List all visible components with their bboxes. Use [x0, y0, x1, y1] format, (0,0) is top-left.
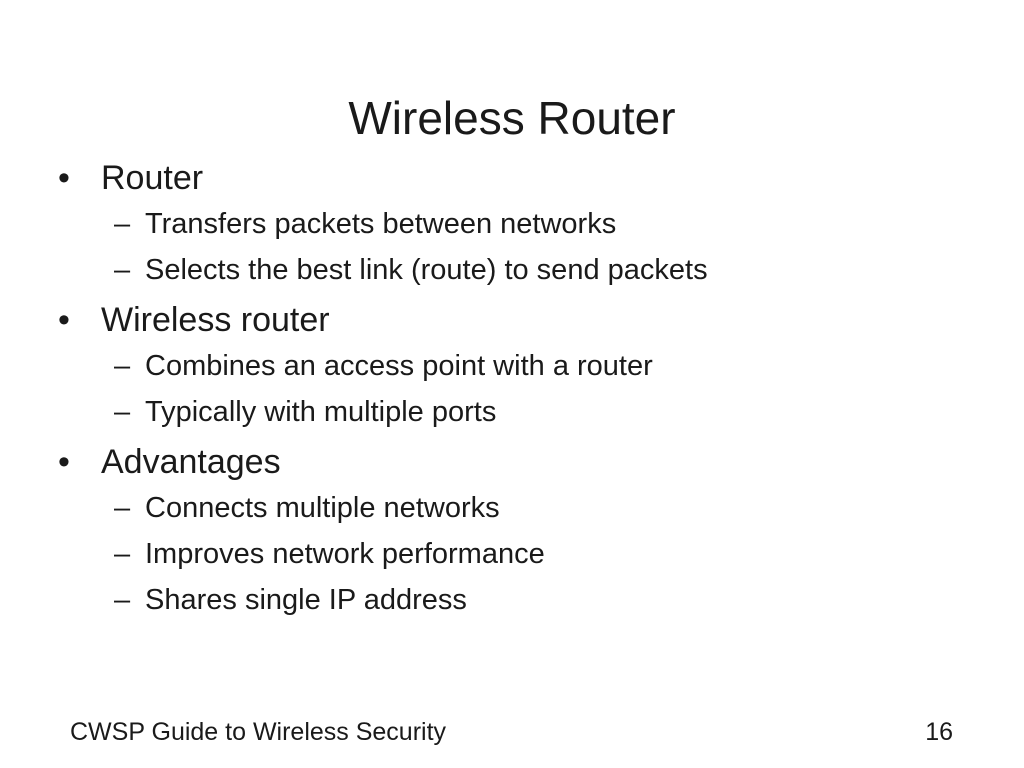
sub-bullet-marker: –	[114, 350, 131, 382]
bullet-text: Router	[101, 159, 204, 197]
page-number: 16	[925, 718, 953, 746]
slide-title: Wireless Router	[348, 92, 676, 144]
bullet-text: Advantages	[101, 443, 281, 481]
sub-list-container: – Combines an access point with a router…	[58, 343, 978, 435]
sub-bullet-item: – Shares single IP address	[100, 577, 978, 623]
bullet-marker: •	[58, 443, 70, 481]
sub-bullet-item: – Transfers packets between networks	[100, 201, 978, 247]
sub-bullet-text: Connects multiple networks	[145, 492, 500, 524]
sub-list-container: – Transfers packets between networks – S…	[58, 201, 978, 293]
sub-bullet-text: Combines an access point with a router	[145, 350, 653, 382]
sub-list: – Connects multiple networks – Improves …	[58, 485, 978, 623]
sub-bullet-marker: –	[114, 254, 131, 286]
bullet-marker: •	[58, 301, 70, 339]
sub-list: – Combines an access point with a router…	[58, 343, 978, 435]
sub-bullet-text: Improves network performance	[145, 538, 545, 570]
sub-bullet-item: – Selects the best link (route) to send …	[100, 247, 978, 293]
sub-bullet-marker: –	[114, 492, 131, 524]
sub-bullet-marker: –	[114, 208, 131, 240]
bullet-item: • Wireless router	[58, 296, 978, 344]
sub-bullet-marker: –	[114, 538, 131, 570]
sub-bullet-marker: –	[114, 584, 131, 616]
bullet-marker: •	[58, 159, 70, 197]
footer-title: CWSP Guide to Wireless Security	[70, 718, 447, 746]
bullet-text: Wireless router	[101, 301, 330, 339]
sub-list-container: – Connects multiple networks – Improves …	[58, 485, 978, 623]
sub-bullet-text: Typically with multiple ports	[145, 396, 497, 428]
sub-bullet-item: – Connects multiple networks	[100, 485, 978, 531]
sub-bullet-item: – Combines an access point with a router	[100, 343, 978, 389]
sub-list: – Transfers packets between networks – S…	[58, 201, 978, 293]
sub-bullet-text: Transfers packets between networks	[145, 208, 617, 240]
sub-bullet-marker: –	[114, 396, 131, 428]
bullet-list: • Router – Transfers packets between net…	[58, 154, 978, 626]
sub-bullet-item: – Improves network performance	[100, 531, 978, 577]
sub-bullet-item: – Typically with multiple ports	[100, 389, 978, 435]
bullet-item: • Advantages	[58, 438, 978, 486]
bullet-item: • Router	[58, 154, 978, 202]
sub-bullet-text: Selects the best link (route) to send pa…	[145, 254, 708, 286]
sub-bullet-text: Shares single IP address	[145, 584, 467, 616]
